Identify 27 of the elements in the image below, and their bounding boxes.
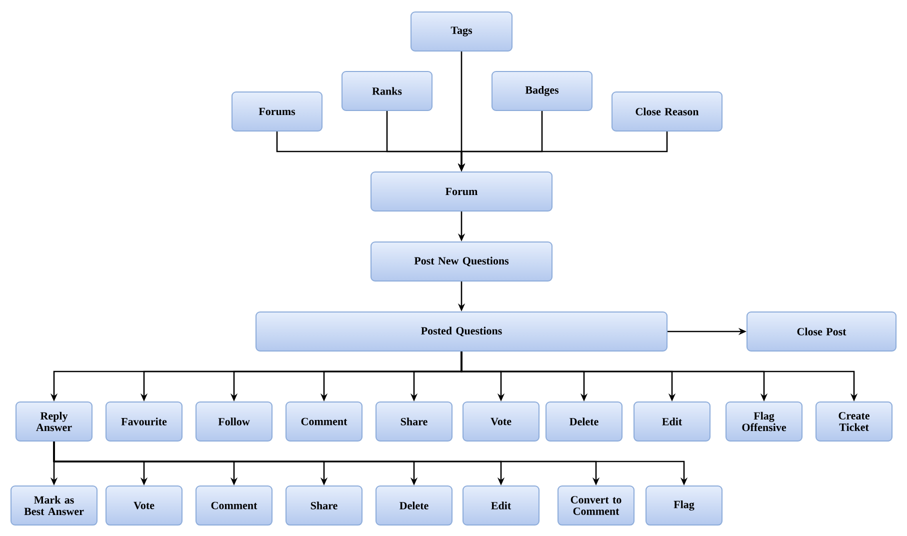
process-box: Favourite xyxy=(106,402,182,442)
process-box: Comment xyxy=(196,486,272,526)
process-box: Badges xyxy=(492,71,592,111)
process-box: Mark as Best Answer xyxy=(10,486,98,526)
process-box: Comment xyxy=(286,402,362,442)
process-box: Reply Answer xyxy=(16,402,92,442)
process-box: Vote xyxy=(106,486,182,526)
process-box: Share xyxy=(286,486,362,526)
process-box: Edit xyxy=(462,486,540,526)
process-box: Share xyxy=(376,402,452,442)
process-box: Posted Questions xyxy=(256,312,668,352)
process-box: Close Post xyxy=(746,312,896,352)
process-box: Flag Offensive xyxy=(726,402,802,442)
process-box: Delete xyxy=(376,486,452,526)
process-box: Post New Questions xyxy=(370,242,552,282)
process-box: Vote xyxy=(462,402,540,442)
process-box: Forum xyxy=(370,172,552,212)
process-box: Forums xyxy=(232,92,322,132)
process-box: Edit xyxy=(634,402,710,442)
process-box: Tags xyxy=(410,12,512,52)
process-box: Flag xyxy=(646,486,722,526)
process-box: Close Reason xyxy=(612,92,722,132)
process-box: Ranks xyxy=(342,71,432,111)
process-box: Create Ticket xyxy=(816,402,892,442)
process-box: Follow xyxy=(196,402,272,442)
process-box: Delete xyxy=(546,402,622,442)
process-box: Convert to Comment xyxy=(558,486,634,526)
